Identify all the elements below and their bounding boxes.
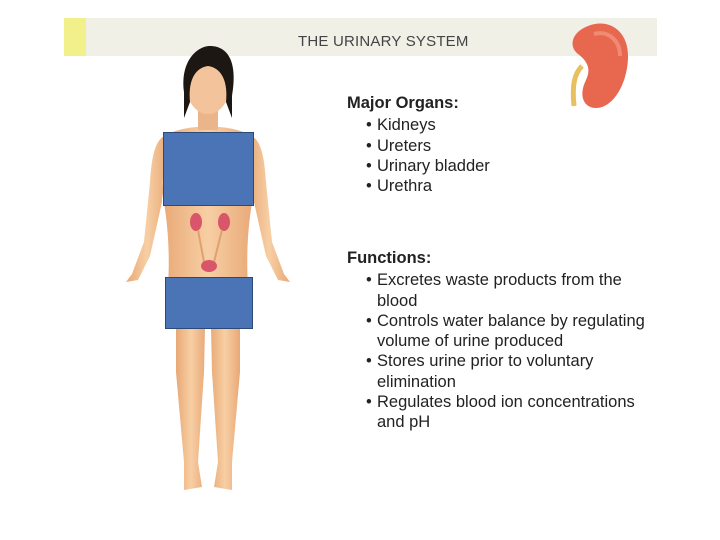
kidney-icon xyxy=(570,23,628,109)
label-cover-lower xyxy=(165,277,253,329)
header-accent xyxy=(64,18,86,56)
list-item: Urethra xyxy=(347,176,490,197)
list-item: Regulates blood ion concentrations and p… xyxy=(347,392,647,433)
list-item: Kidneys xyxy=(347,115,490,136)
functions-heading: Functions: xyxy=(347,249,432,267)
major-organs-section: Major Organs: Kidneys Ureters Urinary bl… xyxy=(347,93,490,197)
functions-list: Excretes waste products from the blood C… xyxy=(347,270,647,432)
major-organs-heading: Major Organs: xyxy=(347,94,459,112)
page-title: THE URINARY SYSTEM xyxy=(298,33,469,50)
human-body-illustration xyxy=(126,46,290,490)
list-item: Stores urine prior to voluntary eliminat… xyxy=(347,351,647,392)
functions-section: Functions: Excretes waste products from … xyxy=(347,248,647,433)
list-item: Controls water balance by regulating vol… xyxy=(347,311,647,352)
header-bar xyxy=(64,18,657,56)
list-item: Ureters xyxy=(347,136,490,157)
list-item: Excretes waste products from the blood xyxy=(347,270,647,311)
major-organs-list: Kidneys Ureters Urinary bladder Urethra xyxy=(347,115,490,196)
label-cover-upper xyxy=(163,132,254,206)
list-item: Urinary bladder xyxy=(347,156,490,177)
